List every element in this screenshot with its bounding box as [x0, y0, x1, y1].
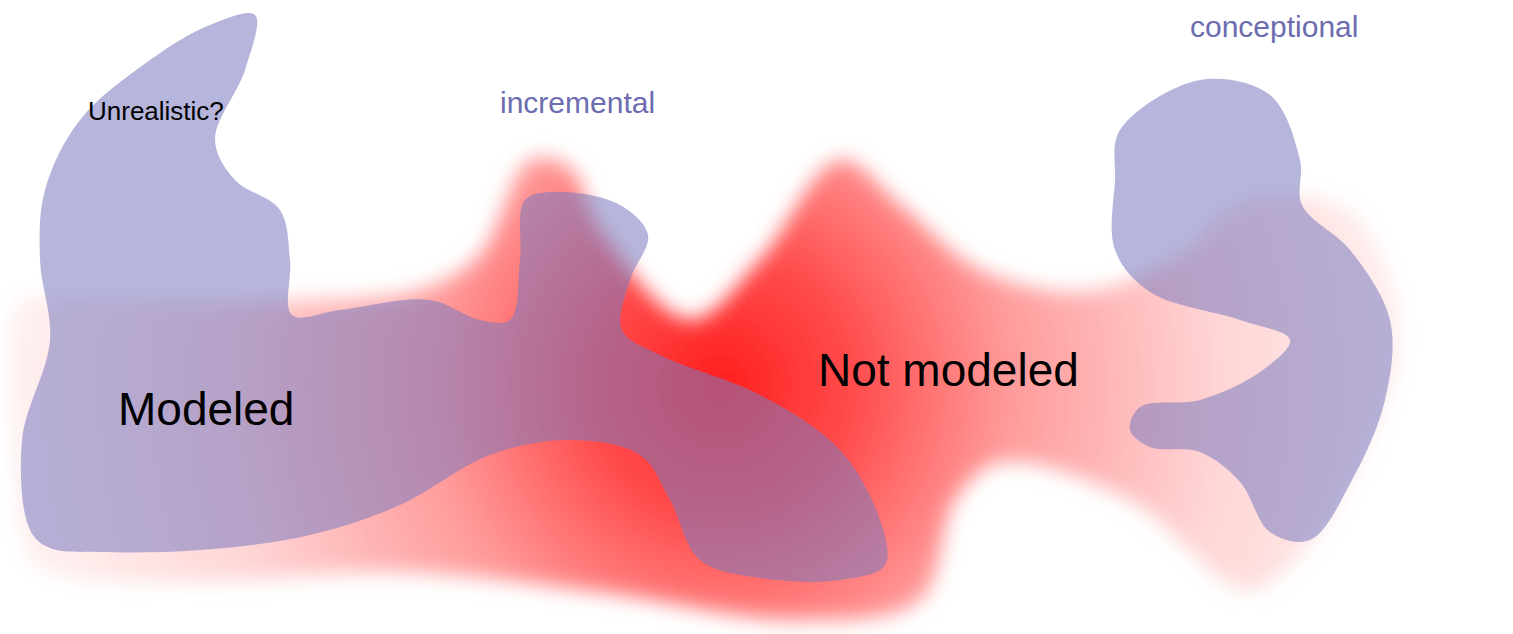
region-label: Unrealistic? — [88, 97, 224, 127]
region-label: Modeled — [118, 383, 294, 436]
blob-outline — [21, 13, 888, 582]
label-anchor: Not modeled — [818, 344, 1079, 397]
region-label: Not modeled — [818, 344, 1079, 397]
region-blob: conceptional — [1115, 10, 1390, 540]
label-anchor: incremental — [500, 86, 655, 121]
blob-outline — [1112, 79, 1393, 542]
label-anchor: Modeled — [118, 383, 294, 436]
region-label: incremental — [500, 86, 655, 121]
label-anchor: conceptional — [1190, 10, 1358, 45]
label-anchor: Unrealistic? — [88, 97, 224, 127]
region-blob: Unrealistic? incrementalModeled — [22, 15, 885, 580]
region-label: conceptional — [1190, 10, 1358, 45]
blob-shape — [1115, 10, 1390, 540]
